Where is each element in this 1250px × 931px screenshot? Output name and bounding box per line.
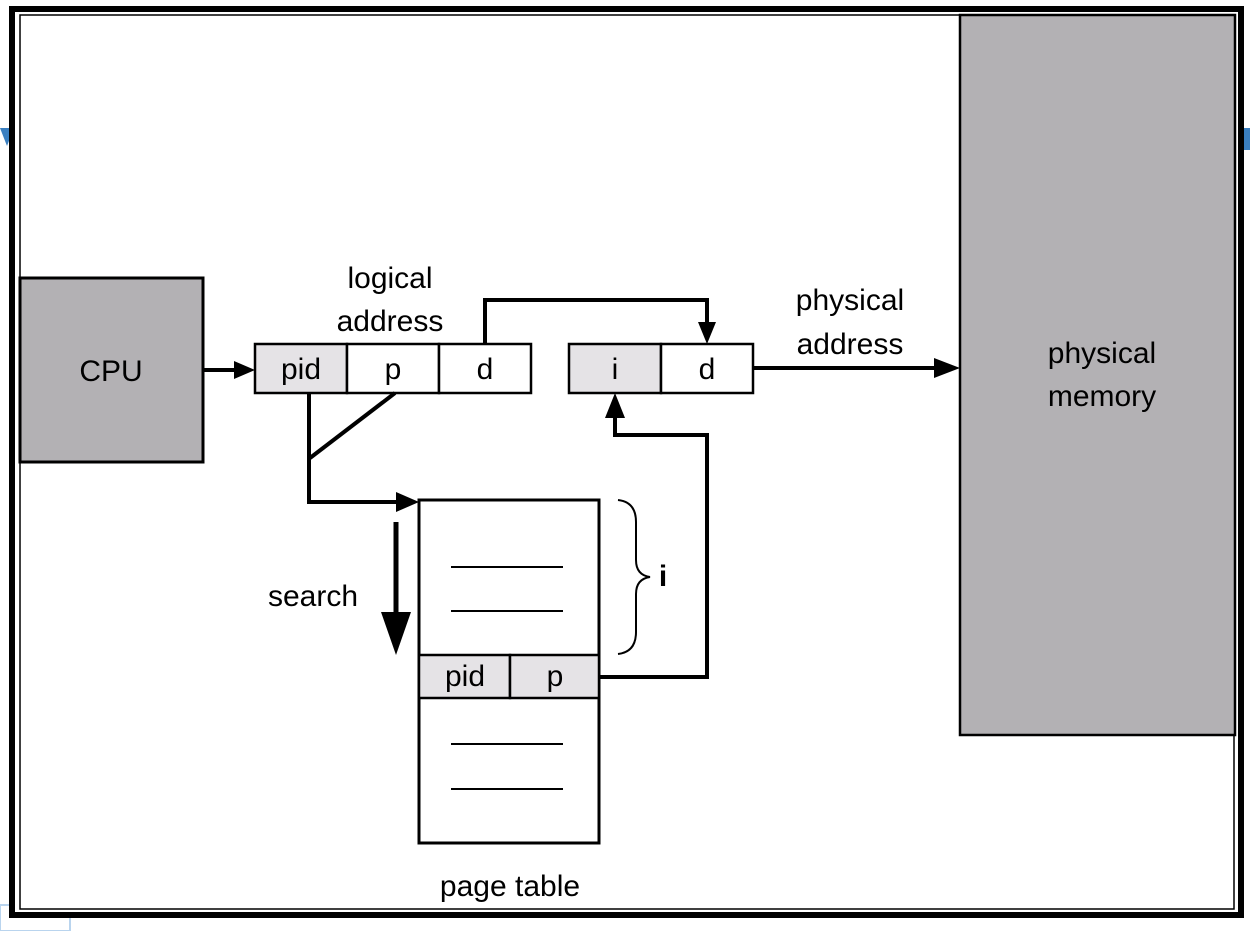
page-table-entry-pid-label: pid [445, 660, 485, 693]
p-to-page-table-line [308, 391, 397, 460]
index-brace [617, 499, 651, 655]
offset-copy-line [483, 298, 709, 344]
logical-address-label-line2: address [337, 305, 444, 338]
index-return-line [599, 412, 709, 679]
page-table-label: page table [440, 870, 580, 903]
logical-address-label-line1: logical [347, 262, 432, 295]
cpu-to-logical-arrowhead [234, 361, 255, 379]
logical-address-register: pid p d [253, 342, 533, 395]
search-label: search [268, 580, 358, 613]
logical-pid-field [253, 342, 349, 395]
physical-memory-label-line2: memory [1048, 380, 1156, 413]
physical-i-label: i [612, 353, 619, 386]
physical-address-label-line2: address [797, 328, 904, 361]
logical-d-field [437, 342, 533, 395]
pid-to-page-table-line [307, 393, 400, 504]
index-label: i [659, 560, 667, 593]
physical-memory-block [958, 13, 1237, 737]
logical-d-label: d [477, 353, 494, 386]
physical-address-register: i d [567, 342, 755, 395]
physical-d-label: d [699, 353, 716, 386]
physical-d-field [659, 342, 755, 395]
physical-memory-label-line1: physical [1048, 337, 1156, 370]
logical-p-label: p [385, 353, 402, 386]
logical-pid-label: pid [281, 353, 321, 386]
page-table: pid p [417, 498, 601, 845]
physical-address-label-line1: physical [796, 284, 904, 317]
physical-i-field [567, 342, 663, 395]
page-table-entry-pid-field [417, 653, 512, 700]
page-table-entry-p-label: p [547, 660, 564, 693]
cpu-label: CPU [79, 355, 142, 388]
index-return-arrowhead [605, 393, 625, 418]
search-arrow-head [381, 612, 411, 655]
physical-to-memory-arrowhead [934, 358, 960, 378]
pid-to-page-table-arrowhead [396, 492, 419, 512]
offset-copy-arrowhead [698, 322, 716, 344]
